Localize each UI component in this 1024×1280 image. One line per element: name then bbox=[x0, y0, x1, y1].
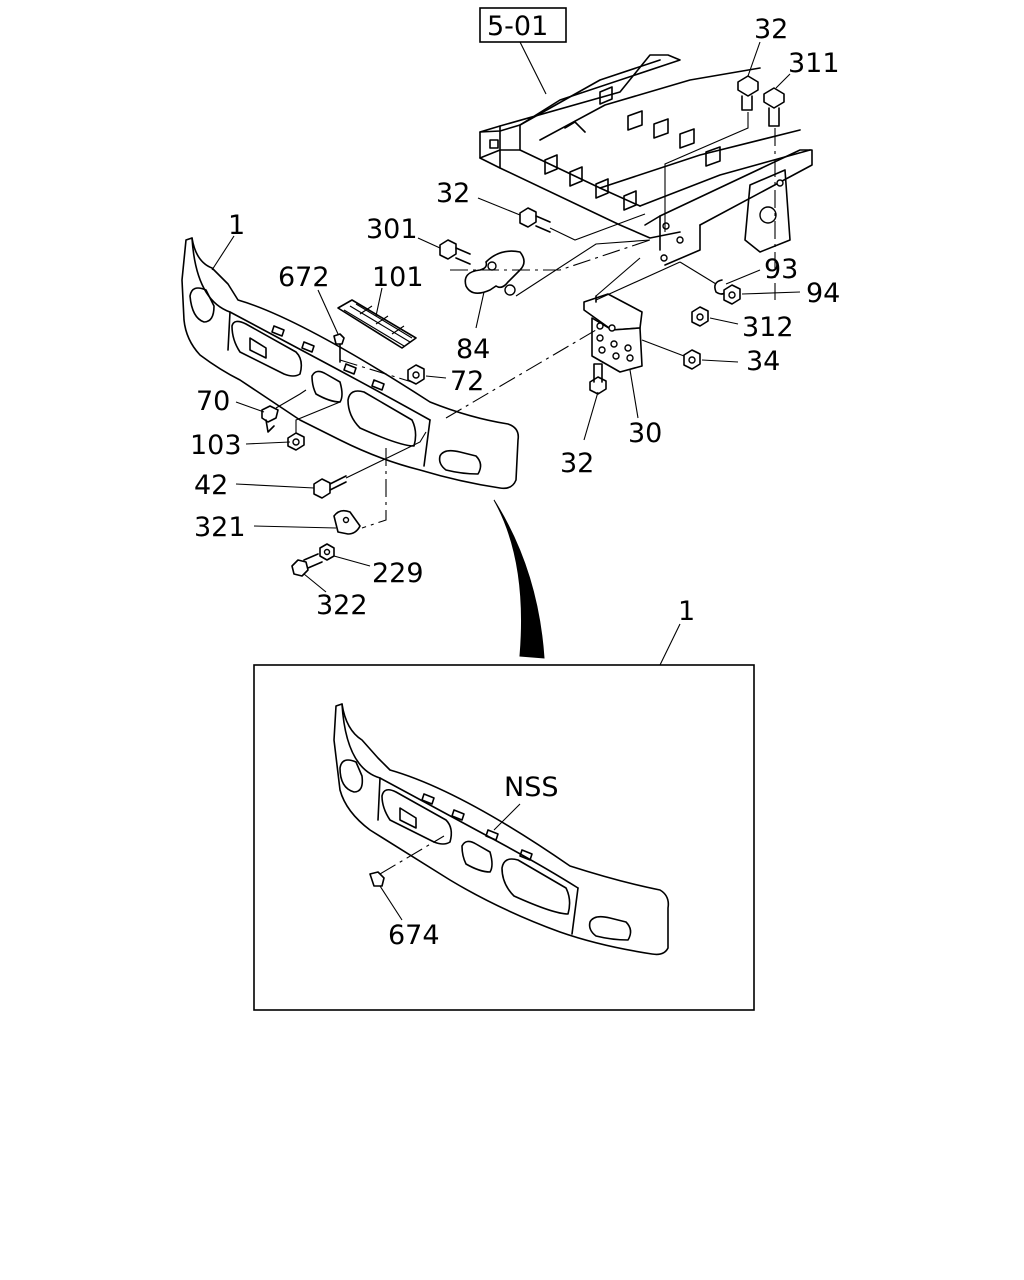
callout-32-mid: 32 bbox=[436, 178, 470, 209]
inset-bumper bbox=[333, 703, 670, 956]
nut-229 bbox=[319, 543, 335, 561]
callout-1-main: 1 bbox=[228, 210, 245, 241]
bolt-322 bbox=[291, 553, 323, 577]
callout-32-top: 32 bbox=[754, 14, 788, 45]
callout-1-inset: 1 bbox=[678, 596, 695, 627]
clip-70 bbox=[261, 405, 279, 433]
bolt-32-top bbox=[737, 75, 759, 111]
callout-312: 312 bbox=[742, 312, 794, 343]
nut-94 bbox=[723, 284, 741, 305]
reference-box-label: 5-01 bbox=[487, 11, 548, 42]
step-pad bbox=[337, 299, 417, 349]
callout-674: 674 bbox=[388, 920, 440, 951]
reference-box bbox=[479, 7, 567, 43]
nut-312 bbox=[691, 306, 709, 327]
callout-72: 72 bbox=[450, 366, 484, 397]
callout-301: 301 bbox=[366, 214, 418, 245]
callout-103: 103 bbox=[190, 430, 242, 461]
bolt-32-low bbox=[589, 363, 607, 395]
callout-229: 229 bbox=[372, 558, 424, 589]
callout-84: 84 bbox=[456, 334, 490, 365]
callout-94: 94 bbox=[806, 278, 840, 309]
bracket-30 bbox=[583, 293, 643, 373]
detail-arrow bbox=[493, 499, 545, 659]
callout-101: 101 bbox=[372, 262, 424, 293]
inset-clip-674 bbox=[369, 871, 385, 887]
callout-311: 311 bbox=[788, 48, 840, 79]
clip-672 bbox=[333, 333, 345, 363]
callout-30: 30 bbox=[628, 418, 662, 449]
callout-32-low: 32 bbox=[560, 448, 594, 479]
nut-72 bbox=[407, 364, 425, 385]
bracket-321 bbox=[333, 509, 361, 535]
bolt-311 bbox=[763, 87, 785, 127]
callout-42: 42 bbox=[194, 470, 228, 501]
bolt-301 bbox=[439, 239, 471, 265]
bolt-42 bbox=[313, 475, 347, 499]
callout-34: 34 bbox=[746, 346, 780, 377]
bolt-32-mid bbox=[519, 207, 551, 233]
callout-322: 322 bbox=[316, 590, 368, 621]
callout-70: 70 bbox=[196, 386, 230, 417]
callout-93: 93 bbox=[764, 254, 798, 285]
nut-34 bbox=[683, 349, 701, 370]
tow-hook bbox=[464, 250, 525, 296]
callout-nss: NSS bbox=[504, 772, 558, 803]
callout-672: 672 bbox=[278, 262, 330, 293]
callout-321: 321 bbox=[194, 512, 246, 543]
washer-103 bbox=[287, 432, 305, 451]
